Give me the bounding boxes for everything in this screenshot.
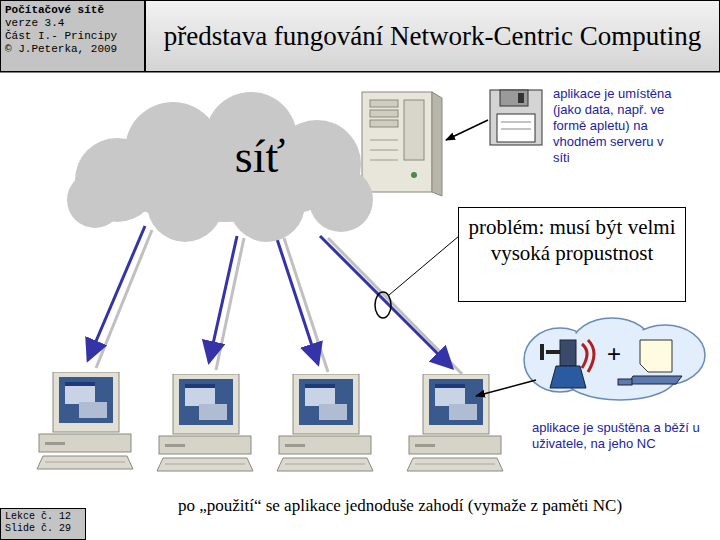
bottleneck-mark [375,292,391,318]
problem-box: problém: musí být velmi vysoká propustno… [458,207,686,302]
node-text: Lekce č. 12 [5,511,81,523]
leader-line [389,236,459,295]
node-text: Počítačové sítě [5,4,140,17]
leader-arrow [446,120,488,140]
title-bar: představa fungování Network-Centric Comp… [145,0,720,72]
node-text: síť [195,130,325,183]
download-arrows [88,226,462,374]
node-text: problém: musí být velmi vysoká propustno… [467,214,677,266]
network-computer [157,374,253,471]
client-note: aplikace je spuštěna a běží u uživatele,… [532,420,712,452]
node-text: verze 3.4 [5,17,140,30]
grinder-icon [540,340,594,388]
floppy-disk [490,90,542,145]
bottom-note: po „použití“ se aplikace jednoduše zahod… [100,495,700,516]
node-text: Část I.- Principy [5,30,140,43]
leader-arrow [476,380,536,396]
app-cloud [524,318,705,400]
server-note: aplikace je umístěna (jako data, např. v… [553,86,681,166]
cloud-shape [55,92,385,242]
network-computer [407,374,503,471]
slide-title: představa fungování Network-Centric Comp… [164,21,702,51]
plus-sign: + [603,340,625,368]
network-cloud: síť [55,92,385,242]
node-text: © J.Peterka, 2009 [5,43,140,56]
document-icon [618,340,682,385]
network-computer [37,372,133,469]
network-computer [277,374,373,471]
slide-number-box: Lekce č. 12Slide č. 29 [0,508,86,540]
course-info-box: Počítačové sítěverze 3.4Část I.- Princip… [0,0,145,72]
server-tower [362,92,442,196]
node-text: Slide č. 29 [5,523,81,535]
